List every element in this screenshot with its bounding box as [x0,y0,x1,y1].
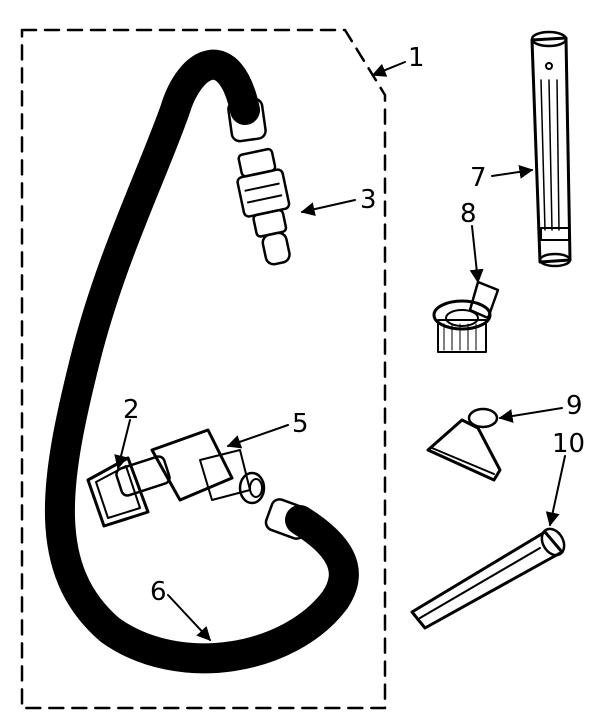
leader-3 [300,199,356,217]
callout-7: 7 [470,163,487,193]
swivel-connector-part [236,147,291,266]
hose-part [45,49,359,674]
callout-9: 9 [566,391,583,421]
leader-9 [498,407,563,423]
leader-2 [114,419,131,470]
callout-2: 2 [123,395,140,425]
hose-bottom-cuff [264,498,312,540]
crevice-tool-part [410,527,566,630]
callout-3: 3 [360,185,377,215]
leader-8 [469,225,484,284]
leader-7 [491,164,534,179]
leader-10 [545,455,566,527]
callout-8: 8 [460,199,477,229]
callout-10: 10 [552,429,585,459]
leader-6 [167,594,211,642]
upholstery-tool-part [426,407,502,482]
callout-5: 5 [292,409,309,439]
callout-6: 6 [150,577,167,607]
dusting-brush-part [432,280,500,353]
hose-nozzle-part [86,428,266,528]
leader-5 [226,424,289,449]
callout-1: 1 [408,43,425,73]
leader-1 [371,61,406,77]
extension-wand-part [530,30,572,268]
hose-top-cuff [227,97,267,143]
